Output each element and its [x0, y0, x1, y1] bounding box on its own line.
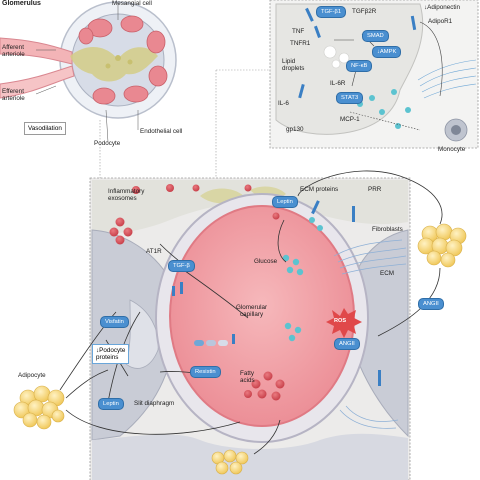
- glucose-label: Glucose: [254, 258, 278, 265]
- angii-center-pill: ANGII: [334, 338, 360, 350]
- podocyte-label: Podocyte: [94, 140, 121, 147]
- inset-receptors: [298, 7, 417, 99]
- fibroblasts-label: Fibroblasts: [372, 226, 403, 233]
- glomerular-capillary-label: Glomerular capillary: [236, 304, 268, 318]
- adipocyte-label: Adipocyte: [18, 372, 46, 379]
- main-receptors: [172, 200, 381, 386]
- podocyte-protein-markers: [194, 340, 228, 346]
- il6-label: IL-6: [278, 100, 289, 107]
- smad-pill: SMAD: [362, 30, 389, 42]
- red-blood-cells: [109, 184, 285, 401]
- monocyte-label: Monocyte: [438, 146, 466, 153]
- bottom-tissue: [92, 433, 408, 480]
- podocyte-proteins-label: ↓Podocyte proteins: [92, 344, 130, 364]
- ecm-fibers: [333, 239, 407, 429]
- tgfb2r-label: TGFβ2R: [352, 8, 377, 15]
- glucose-particles: [282, 217, 323, 342]
- tnf-label: TNF: [292, 28, 305, 35]
- ros-burst: [326, 308, 362, 338]
- tgfb-small-pill: TGF-β: [168, 260, 195, 272]
- ros-label: ROS: [334, 318, 347, 324]
- efferent-arteriole-shape: [0, 65, 75, 99]
- fatty-acids-label: Fatty acids: [240, 370, 255, 384]
- glomerulus-title: Glomerulus: [2, 0, 41, 7]
- visfatin-pill: Visfatin: [100, 316, 129, 328]
- ecm-label: ECM: [380, 270, 394, 277]
- interstitium: [92, 180, 408, 234]
- capillary-loops: [78, 15, 168, 105]
- mesangial-cells: [105, 55, 133, 69]
- leptin-top-pill: Leptin: [272, 196, 298, 208]
- angii-right-pill: ANGII: [418, 298, 444, 310]
- mesangium: [70, 47, 158, 82]
- prr-label: PRR: [368, 186, 382, 193]
- main-panel: [13, 170, 467, 480]
- adipocyte-cluster-right: [417, 223, 467, 268]
- vasodilation-label: Vasodilation: [24, 122, 66, 135]
- podocyte-foot-processes: [125, 299, 159, 369]
- adipocyte-cluster-left: [13, 385, 65, 430]
- tgf-b1-pill: TGF-β1: [316, 6, 347, 18]
- ampk-pill: ↓AMPK: [372, 46, 402, 58]
- endothelial-cell-label: Endothelial cell: [140, 128, 183, 135]
- mcp1-label: MCP-1: [340, 116, 360, 123]
- tnfr1-label: TNFR1: [290, 40, 311, 47]
- efferent-arteriole-label: Efferent arteriole: [2, 88, 25, 102]
- at1r-label: AT1R: [146, 248, 162, 255]
- adiponectin-label: ↓Adiponectin: [424, 4, 461, 11]
- il6r-label: IL-6R: [330, 80, 346, 87]
- leptin-bottom-pill: Leptin: [98, 398, 124, 410]
- slit-diaphragm-label: Slit diaphragm: [134, 400, 175, 407]
- stat3-pill: STAT3: [336, 92, 364, 104]
- adipocyte-cluster-bottom: [211, 449, 249, 475]
- glomerulus-illustration: [0, 1, 270, 178]
- nfkb-pill: NF-κB: [346, 60, 373, 72]
- resistin-pill: Resistin: [190, 366, 221, 378]
- ecm-proteins-label: ECM proteins: [300, 186, 339, 193]
- lipid-droplets-label: Lipid droplets: [282, 58, 305, 72]
- mesangial-cell-label: Mesangial cell: [112, 0, 152, 7]
- adipor1-label: AdipoR1: [428, 18, 453, 25]
- inset-fibers: [417, 59, 477, 99]
- inflammatory-exosomes-label: Inflammatory exosomes: [108, 188, 145, 202]
- afferent-arteriole-shape: [0, 37, 73, 65]
- afferent-arteriole-label: Afferent arteriole: [2, 44, 25, 58]
- gp130-label: gp130: [286, 126, 304, 133]
